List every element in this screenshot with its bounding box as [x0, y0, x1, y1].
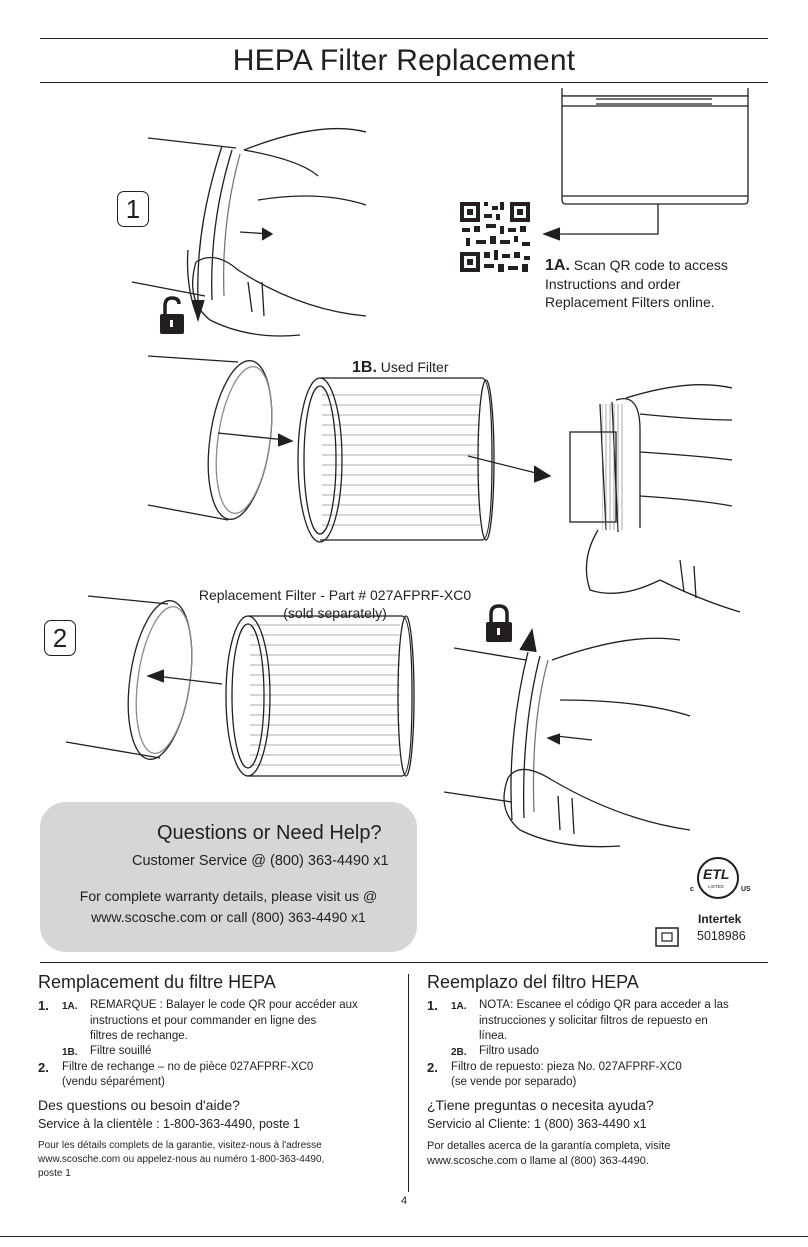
- section-rule: [40, 962, 768, 963]
- etl-listed-mark: [697, 857, 739, 899]
- label-1a-line3: Replacement Filters online.: [545, 294, 715, 310]
- class-ii-double-square-icon: [655, 927, 679, 947]
- replacement-filter-illustration: [225, 615, 415, 777]
- label-replacement-line1: Replacement Filter - Part # 027AFPRF-XC0: [198, 587, 472, 603]
- label-1a: 1A. Scan QR code to access Instructions …: [545, 256, 728, 311]
- step-2-badge: 2: [44, 620, 76, 656]
- es-2b-text: Filtro usado: [479, 1045, 540, 1057]
- fr-num-1: 1.: [38, 998, 49, 1013]
- hand-twist-close-illustration: [443, 628, 691, 848]
- fr-service: Service à la clientèle : 1-800-363-4490,…: [38, 1117, 300, 1131]
- page-number: 4: [400, 1195, 408, 1207]
- used-filter-illustration: [297, 377, 552, 543]
- french-section: Remplacement du filtre HEPA 1. 1A. REMARQU…: [38, 972, 388, 1181]
- spanish-section: Reemplazo del filtro HEPA 1. 1A. NOTA: Esc…: [427, 972, 777, 1169]
- es-2-line2: (se vende por separado): [451, 1076, 577, 1088]
- es-questions: ¿Tiene preguntas o necesita ayuda?: [427, 1097, 654, 1113]
- fr-warranty-line2: www.scosche.com ou appelez-nous au numér…: [38, 1154, 325, 1165]
- top-rule: [40, 38, 768, 39]
- bottom-rule: [0, 1236, 808, 1237]
- page-title: HEPA Filter Replacement: [232, 44, 576, 77]
- es-warranty-line1: Por detalles acerca de la garantía compl…: [427, 1140, 671, 1152]
- spanish-heading: Reemplazo del filtro HEPA: [427, 972, 639, 992]
- es-1a-line3: línea.: [479, 1030, 508, 1042]
- help-panel: [40, 802, 417, 952]
- etl-c: c: [690, 886, 694, 893]
- es-1a-line2: instrucciones y solicitar filtros de rep…: [479, 1015, 708, 1027]
- fr-warranty-line3: poste 1: [38, 1168, 71, 1179]
- es-num-2: 2.: [427, 1060, 438, 1075]
- intertek-label: Intertek: [698, 912, 742, 926]
- fr-2-line2: (vendu séparément): [62, 1076, 165, 1088]
- label-1b-number: 1B.: [352, 359, 377, 376]
- fr-1a-line2: instructions et pour commander en ligne …: [90, 1015, 317, 1027]
- warranty-line-1: For complete warranty details, please vi…: [79, 888, 378, 904]
- fr-num-2: 2.: [38, 1060, 49, 1075]
- fr-questions: Des questions ou besoin d'aide?: [38, 1097, 240, 1113]
- label-1b-text: Used Filter: [380, 359, 449, 375]
- es-num-1: 1.: [427, 998, 438, 1013]
- es-sub-2b: 2B.: [451, 1047, 467, 1058]
- french-heading: Remplacement du filtre HEPA: [38, 972, 276, 992]
- es-sub-1a: 1A.: [451, 1001, 467, 1012]
- title-rule: [40, 82, 768, 83]
- fr-1a-line1: REMARQUE : Balayer le code QR pour accéd…: [90, 999, 358, 1011]
- etl-listed: LISTED: [708, 884, 724, 889]
- intertek-number: 5018986: [697, 929, 746, 943]
- help-title: Questions or Need Help?: [157, 822, 382, 844]
- es-2-line1: Filtro de repuesto: pieza No. 027AFPRF-X…: [451, 1061, 682, 1073]
- fr-2-line1: Filtre de rechange – no de pièce 027AFPR…: [62, 1061, 314, 1073]
- label-replacement: Replacement Filter - Part # 027AFPRF-XC0…: [180, 586, 490, 622]
- label-1b: 1B. Used Filter: [352, 358, 448, 377]
- locked-padlock-icon: [486, 604, 512, 642]
- fr-1b-text: Filtre souillé: [90, 1045, 152, 1057]
- fr-1a-line3: filtres de rechange.: [90, 1030, 188, 1042]
- hand-twist-open-illustration: [131, 127, 367, 337]
- es-service: Servicio al Cliente: 1 (800) 363-4490 x1: [427, 1117, 647, 1131]
- hand-pull-illustration: [569, 384, 741, 613]
- label-1a-line2: Instructions and order: [545, 276, 681, 292]
- qr-code-icon: [460, 202, 530, 272]
- es-warranty-line2: www.scosche.com o llame al (800) 363-449…: [427, 1155, 649, 1167]
- warranty-line-2: www.scosche.com or call (800) 363-4490 x…: [91, 909, 366, 925]
- etl-us: US: [741, 886, 751, 893]
- customer-service-line: Customer Service @ (800) 363-4490 x1: [132, 853, 389, 869]
- step-1-badge: 1: [117, 191, 149, 227]
- fr-sub-1b: 1B.: [62, 1047, 78, 1058]
- unlocked-padlock-icon: [160, 296, 184, 334]
- etl-letters: ETL: [703, 866, 730, 882]
- fr-sub-1a: 1A.: [62, 1001, 78, 1012]
- label-1a-line1: Scan QR code to access: [573, 257, 728, 273]
- housing-2-illustration: [65, 595, 223, 760]
- purifier-device-illustration: [542, 88, 749, 241]
- label-1a-number: 1A.: [545, 257, 570, 274]
- es-1a-line1: NOTA: Escanee el código QR para acceder …: [479, 999, 729, 1011]
- fr-warranty-line1: Pour les détails complets de la garantie…: [38, 1140, 322, 1151]
- filter-housing-illustration: [147, 355, 294, 521]
- label-replacement-line2: (sold separately): [283, 605, 387, 621]
- column-divider: [408, 974, 409, 1192]
